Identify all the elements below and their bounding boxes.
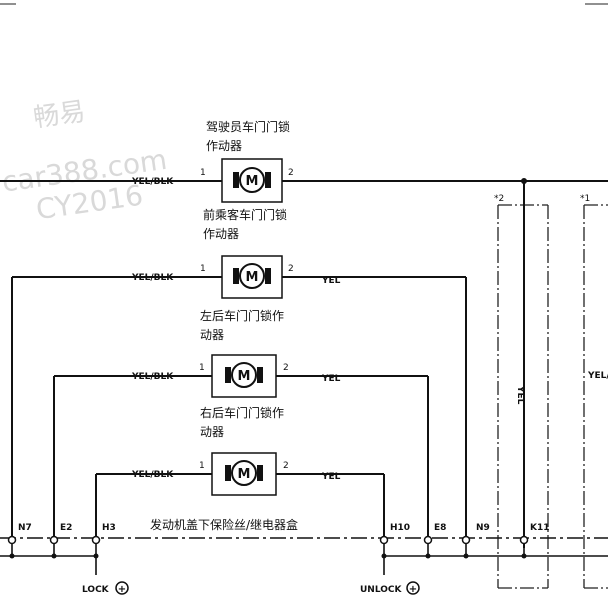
actuator-title: 左后车门门锁作 [200,308,284,323]
junction-dot [521,178,527,184]
connector-label: E2 [60,523,72,533]
actuator-title-2: 动器 [200,425,224,439]
connector-label: N7 [18,523,32,533]
actuator-rear-right: 右后车门门锁作 动器 YEL/BLK YEL 1 2 M [95,405,385,540]
motor-terminal-left [233,172,239,188]
pin-2: 2 [288,168,294,178]
actuator-title: 驾驶员车门门锁 [206,119,290,134]
note-2: *1 [580,194,590,204]
junction-dot [9,553,15,559]
pin-1: 1 [199,461,205,471]
connector-label: H10 [390,523,410,533]
plus-icon [406,581,420,595]
wire-label-right: YEL [321,276,341,286]
motor-symbol [239,263,265,289]
connector-terminal [7,535,17,545]
lock-label: LOCK [82,585,110,595]
wire-label-right: YEL [321,374,341,384]
connector-label: N9 [476,523,490,533]
junction-dot [463,553,469,559]
connector-terminal [379,535,389,545]
wire-label-left: YEL/BLK [131,372,174,382]
actuator-title: 前乘客车门门锁 [203,207,287,222]
watermark-line1: 畅易 [32,97,88,134]
plus-sign: + [409,584,417,595]
pin-2: 2 [288,264,294,274]
unlock-output: UNLOCK + [360,581,420,595]
connector-terminal [49,535,59,545]
actuator-title-2: 动器 [200,328,224,342]
plus-sign: + [118,584,126,595]
actuator-driver: 驾驶员车门门锁 作动器 YEL/BLK 1 2 M [0,119,608,203]
wire-label-left: YEL/BLK [131,273,174,283]
motor-symbol [231,460,257,486]
junction-dot [521,553,527,559]
fuse-relay-box: 发动机盖下保险丝/继电器盒 N7 E2 H3 H10 E8 N9 K11 [0,517,608,575]
junction-dot [381,553,387,559]
connector-terminal [519,535,529,545]
wire-label-yel-2: YEL/ [587,371,608,381]
note-1: *2 [494,194,504,204]
motor-symbol [239,167,265,193]
right-enclosures: *2 *1 YEL YEL/ [494,178,608,589]
fusebox-label: 发动机盖下保险丝/继电器盒 [150,517,298,532]
connector-terminal [91,535,101,545]
motor-terminal-right [257,367,263,383]
connector-label: E8 [434,523,446,533]
pin-1: 1 [200,264,206,274]
connector-label: H3 [102,523,116,533]
junction-dot [51,553,57,559]
junction-dot [425,553,431,559]
motor-symbol [231,362,257,388]
actuator-title-2: 作动器 [203,227,239,241]
unlock-label: UNLOCK [360,585,403,595]
actuator-front-passenger: 前乘客车门门锁 作动器 YEL/BLK YEL 1 2 M [11,207,467,540]
motor-terminal-left [225,465,231,481]
pin-2: 2 [283,363,289,373]
wire-label-yel: YEL [515,385,525,405]
pin-2: 2 [283,461,289,471]
wire-label-left: YEL/BLK [131,470,174,480]
actuator-rear-left: 左后车门门锁作 动器 YEL/BLK YEL 1 2 M [53,308,429,540]
pin-1: 1 [200,168,206,178]
actuator-title: 右后车门门锁作 [200,405,284,420]
motor-terminal-left [225,367,231,383]
junction-dot [93,553,99,559]
motor-letter: M [246,174,259,189]
watermark: 畅易 car388.com CY2016 [0,97,169,226]
wire-label-right: YEL [321,472,341,482]
motor-terminal-right [265,172,271,188]
motor-terminal-right [257,465,263,481]
motor-letter: M [238,467,251,482]
motor-terminal-left [233,268,239,284]
motor-letter: M [246,270,259,285]
connector-terminal [423,535,433,545]
wire-label-left: YEL/BLK [131,177,174,187]
connector-label: K11 [530,523,550,533]
actuator-title-2: 作动器 [206,139,242,153]
lock-output: LOCK + [82,581,129,595]
motor-letter: M [238,369,251,384]
pin-1: 1 [199,363,205,373]
plus-icon [115,581,129,595]
connector-terminal [461,535,471,545]
motor-terminal-right [265,268,271,284]
